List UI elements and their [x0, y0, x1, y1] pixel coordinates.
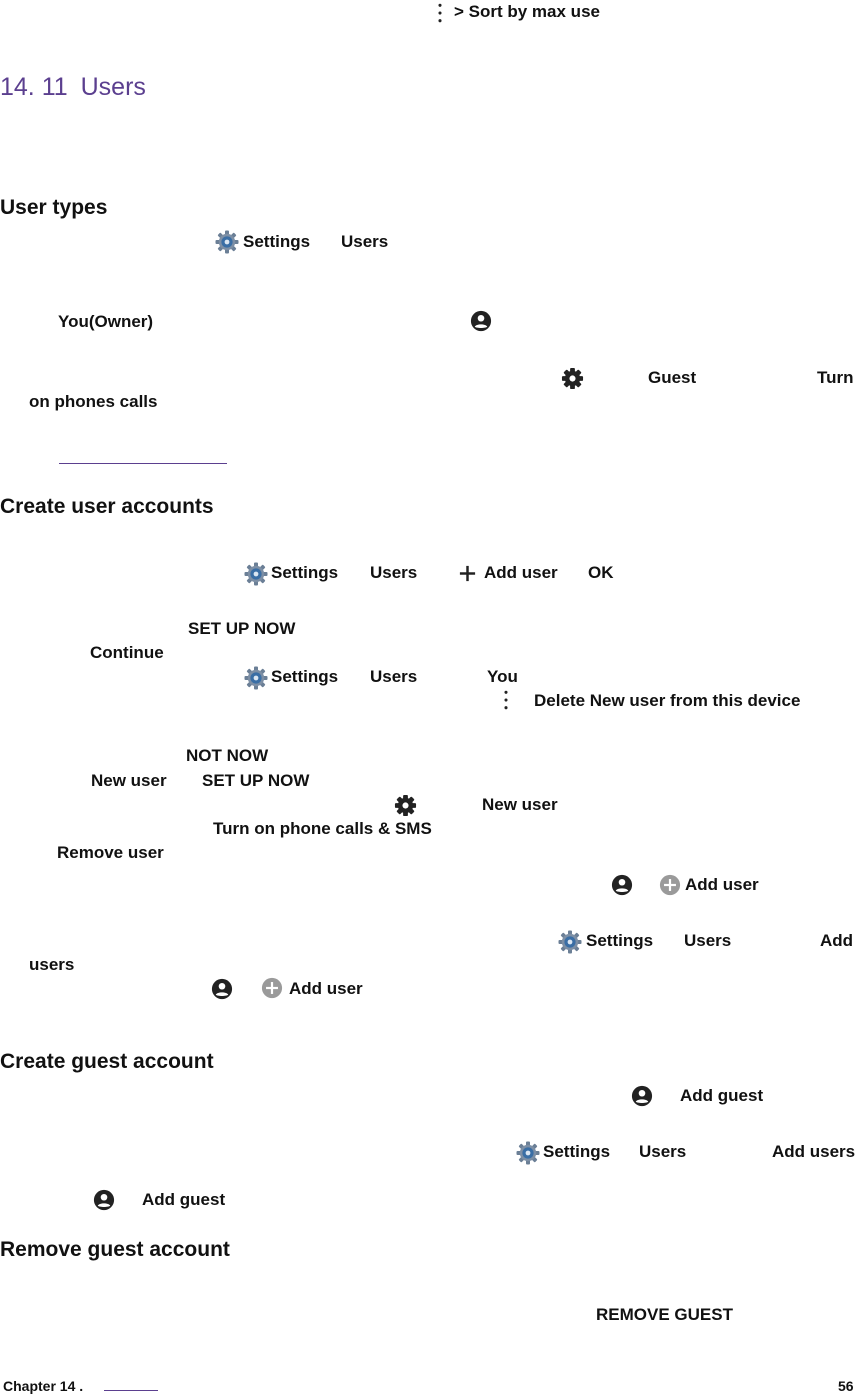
phone-calls-label: on phones calls	[29, 392, 158, 411]
add-users-label: Add users	[772, 1142, 856, 1161]
add-user-label: Add user	[289, 979, 363, 998]
add-guest-label: Add guest	[142, 1190, 226, 1209]
section-number: 14. 11	[0, 73, 68, 101]
sort-by-max-use-text: > Sort by max use	[454, 2, 600, 21]
settings-icon	[558, 930, 582, 954]
user-types-heading: User types	[0, 196, 108, 219]
account-icon	[211, 978, 233, 1000]
set-up-now-label: SET UP NOW	[202, 771, 310, 790]
footer-page-number: 56	[838, 1378, 854, 1394]
create-user-accounts-heading: Create user accounts	[0, 495, 214, 518]
path-settings: Settings	[271, 563, 339, 582]
new-user-label: New user	[91, 771, 167, 790]
owner-label: You(Owner)	[58, 312, 154, 331]
account-icon	[470, 310, 492, 332]
guest-label: Guest	[648, 368, 697, 387]
gear-icon	[561, 367, 584, 390]
path-users: Users	[639, 1142, 687, 1161]
add-user-label: Add user	[685, 875, 759, 894]
path-settings: Settings	[243, 232, 311, 251]
settings-icon	[215, 230, 239, 254]
section-title: 14. 11 Users	[0, 75, 146, 100]
ok-label: OK	[588, 563, 614, 582]
create-guest-account-heading: Create guest account	[0, 1050, 214, 1073]
settings-icon	[244, 562, 268, 586]
delete-new-user-label: Delete New user from this device	[534, 691, 801, 710]
new-user-label: New user	[482, 795, 558, 814]
footer-chapter: Chapter 14 .	[3, 1378, 84, 1394]
more-options-icon	[502, 689, 510, 711]
users-label: users	[29, 955, 75, 974]
path-settings: Settings	[543, 1142, 611, 1161]
add-label: Add	[820, 931, 854, 950]
continue-label: Continue	[90, 643, 164, 662]
section-name: Users	[80, 73, 146, 101]
path-settings: Settings	[586, 931, 654, 950]
path-users: Users	[370, 563, 418, 582]
add-guest-label: Add guest	[680, 1086, 764, 1105]
more-options-icon	[436, 2, 444, 24]
remove-user-label: Remove user	[57, 843, 164, 862]
account-icon	[631, 1085, 653, 1107]
plus-icon	[458, 564, 477, 583]
add-user-label: Add user	[484, 563, 558, 582]
turn-on-calls-sms-label: Turn on phone calls & SMS	[213, 819, 432, 838]
settings-icon	[244, 666, 268, 690]
gear-icon	[394, 794, 417, 817]
set-up-now-label: SET UP NOW	[188, 619, 296, 638]
account-icon	[611, 874, 633, 896]
account-icon	[93, 1189, 115, 1211]
turn-label: Turn	[817, 368, 854, 387]
you-label: You	[487, 667, 518, 686]
path-users: Users	[341, 232, 389, 251]
path-settings: Settings	[271, 667, 339, 686]
remove-guest-label: REMOVE GUEST	[596, 1305, 733, 1324]
path-users: Users	[370, 667, 418, 686]
remove-guest-account-heading: Remove guest account	[0, 1238, 230, 1261]
not-now-label: NOT NOW	[186, 746, 269, 765]
footer-link-underline	[104, 1390, 158, 1391]
add-circle-icon	[261, 977, 283, 999]
path-users: Users	[684, 931, 732, 950]
link-underline	[59, 463, 227, 464]
settings-icon	[516, 1141, 540, 1165]
add-circle-icon	[659, 874, 681, 896]
